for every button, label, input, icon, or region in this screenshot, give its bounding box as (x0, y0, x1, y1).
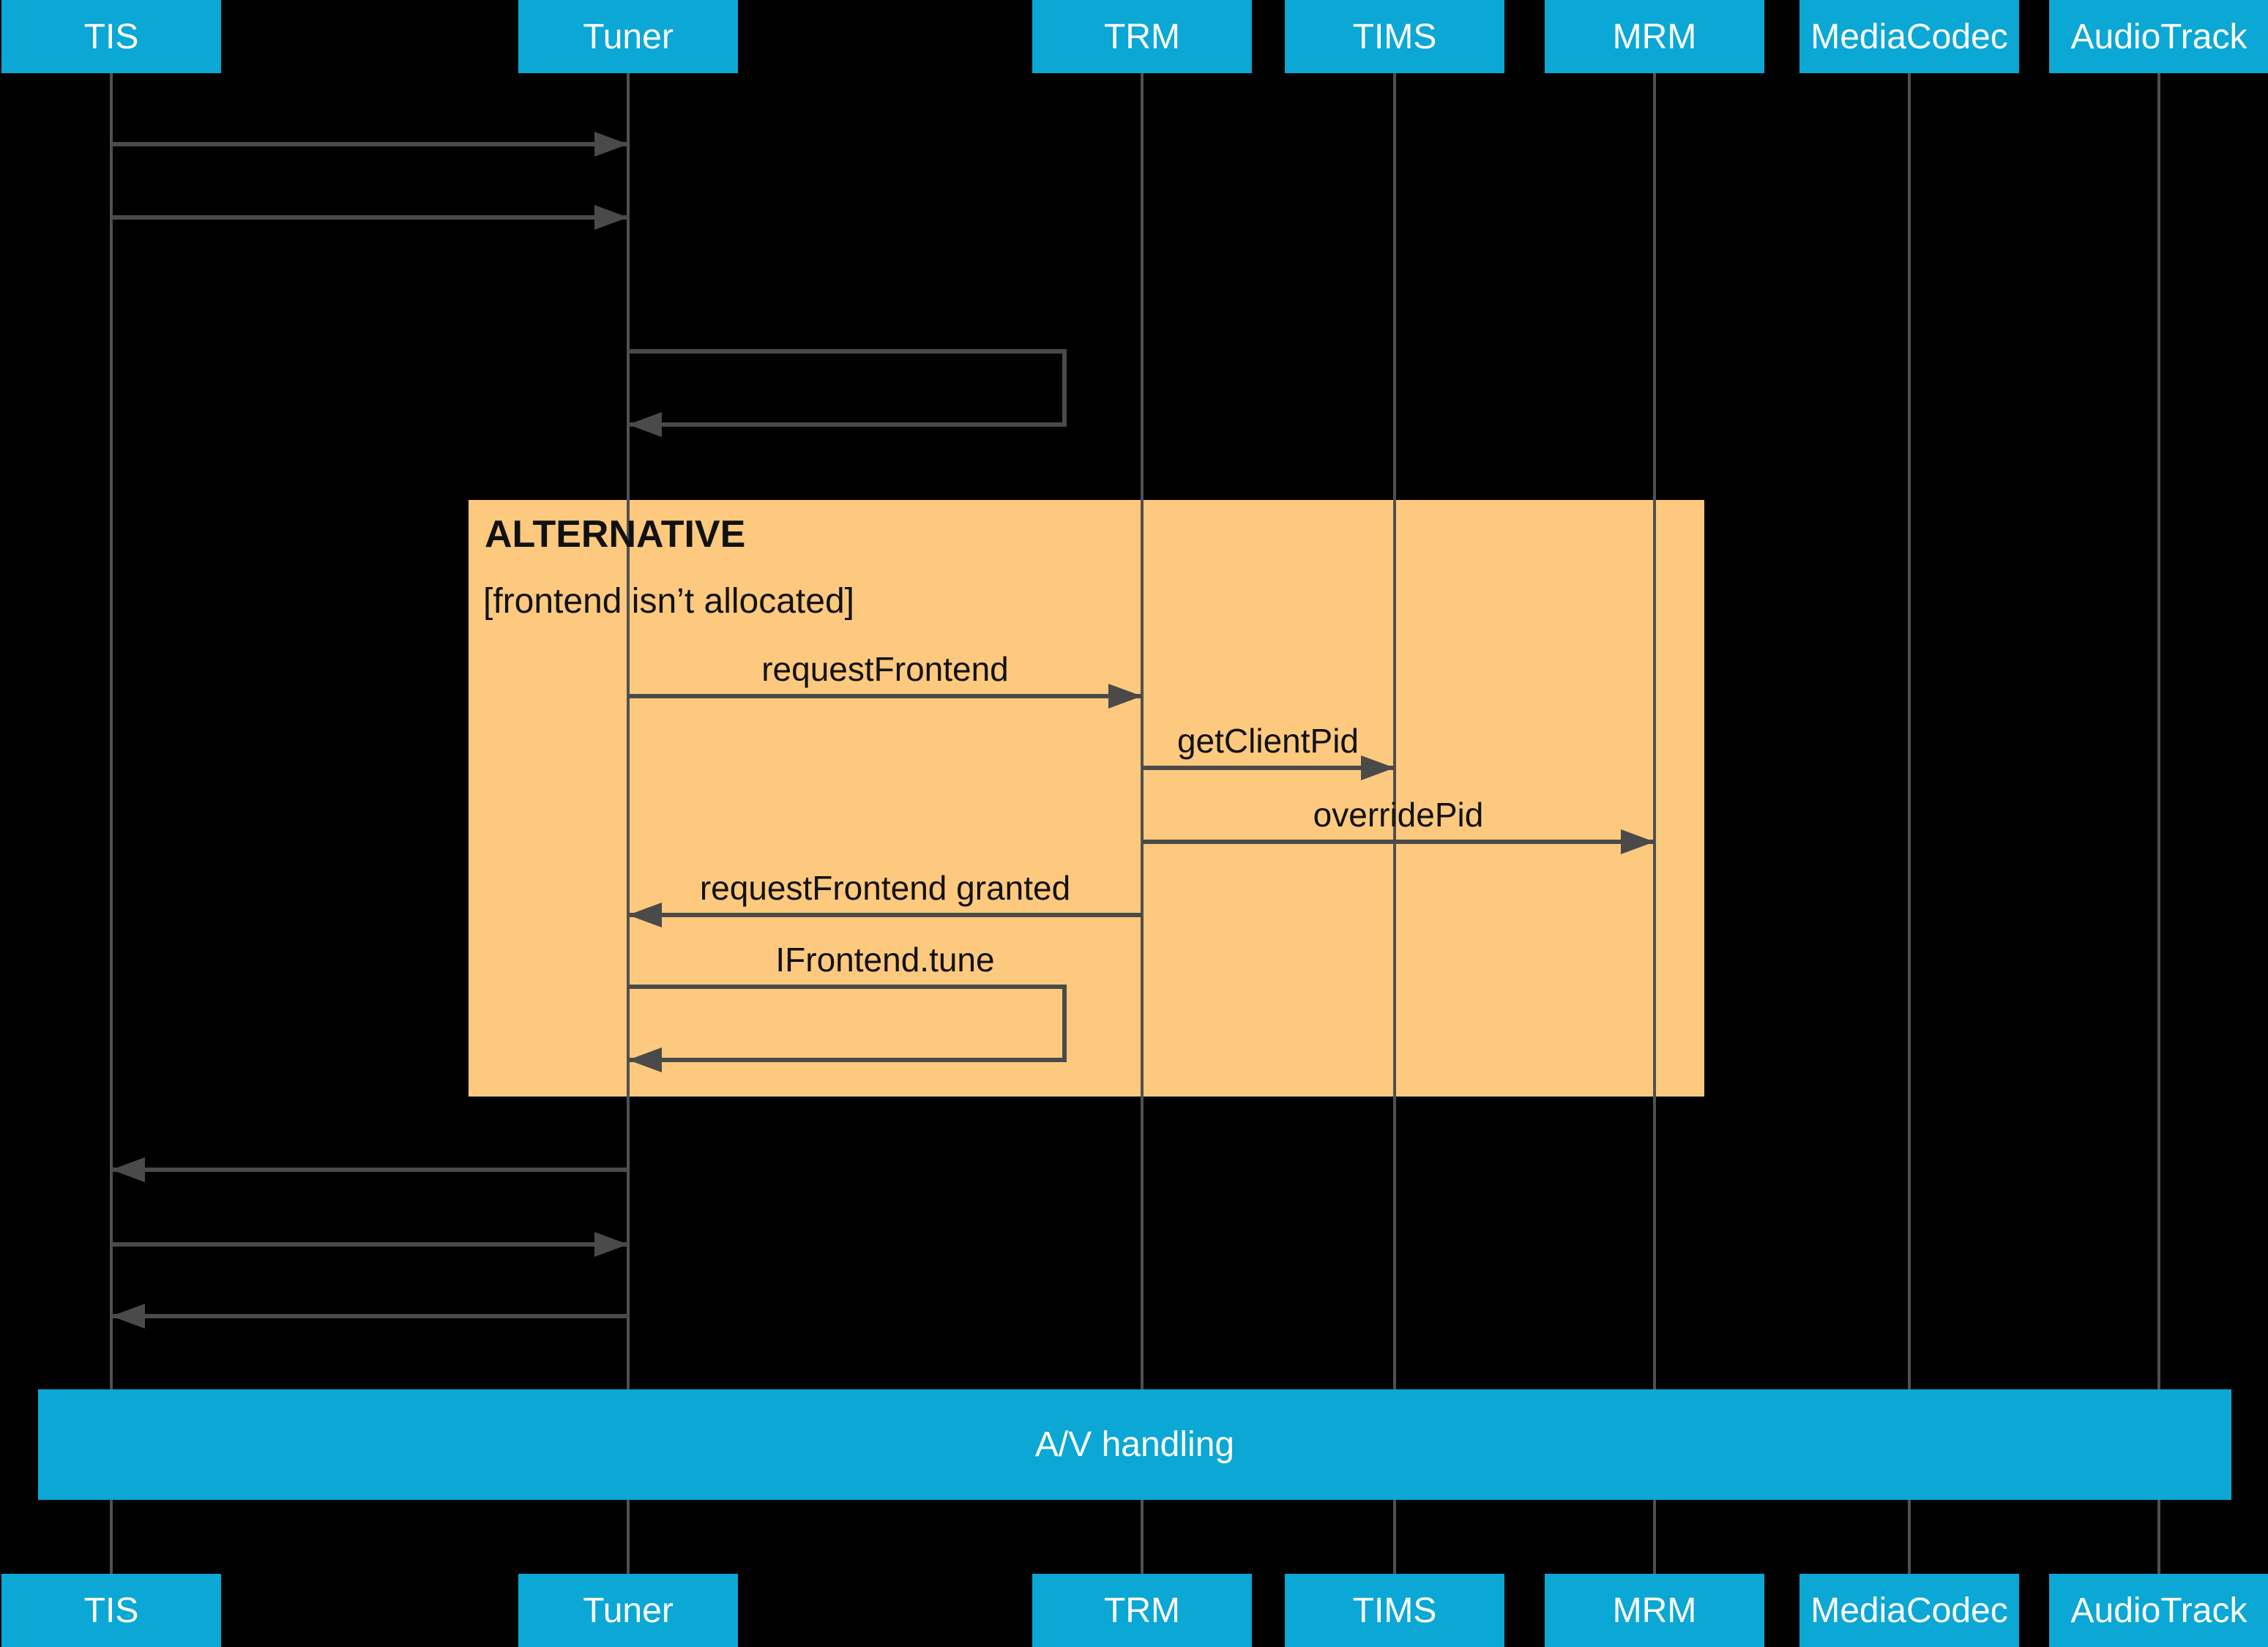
participant-mrm-top: MRM (1545, 0, 1764, 73)
self-message-1-top (628, 349, 1067, 354)
participant-label: TRM (1104, 1591, 1180, 1630)
participant-trm-bottom: TRM (1032, 1574, 1252, 1647)
arrowhead-right-icon (1108, 684, 1142, 709)
message-arrow-5-line (111, 1314, 628, 1318)
self-message-2-bottom (628, 1058, 1067, 1062)
arrowhead-left-icon (111, 1304, 145, 1329)
arrowhead-left-icon (111, 1157, 145, 1182)
participant-trm-top: TRM (1032, 0, 1252, 73)
participant-label: MRM (1612, 17, 1697, 56)
participant-mrm-bottom: MRM (1545, 1574, 1764, 1647)
arrowhead-left-icon (628, 412, 662, 437)
message-arrow-override-pid (1142, 840, 1655, 844)
arrowhead-right-icon (1361, 755, 1395, 780)
participant-audiotrack-bottom: AudioTrack (2049, 1574, 2268, 1647)
arrowhead-left-icon (628, 1047, 662, 1072)
participant-label: AudioTrack (2070, 1591, 2248, 1630)
participant-label: MediaCodec (1810, 17, 2008, 56)
participant-mediacodec-top: MediaCodec (1799, 0, 2019, 73)
arrowhead-right-icon (594, 132, 628, 157)
lifeline-tis (110, 73, 113, 1574)
av-handling-band: A/V handling (38, 1389, 2231, 1500)
alt-fragment-guard: [frontend isn’t allocated] (483, 582, 854, 621)
arrowhead-left-icon (628, 903, 662, 927)
message-arrow-2-line (111, 215, 628, 220)
participant-audiotrack-top: AudioTrack (2049, 0, 2268, 73)
participant-tis-bottom: TIS (1, 1574, 221, 1647)
participant-label: MediaCodec (1810, 1591, 2008, 1630)
alt-fragment-title: ALTERNATIVE (485, 513, 746, 556)
participant-label: TIMS (1352, 17, 1437, 56)
message-arrow-4-line (111, 1242, 628, 1247)
self-message-2-top (628, 985, 1067, 989)
message-label-override-pid: overridePid (1313, 796, 1484, 834)
self-message-1-side (1062, 349, 1067, 427)
message-arrow-request-frontend (628, 694, 1142, 698)
participant-tims-bottom: TIMS (1285, 1574, 1504, 1647)
lifeline-mediacodec (1908, 73, 1911, 1574)
alt-fragment (469, 500, 1704, 1097)
message-label-request-frontend-granted: requestFrontend granted (699, 869, 1071, 907)
participant-label: Tuner (583, 17, 674, 56)
lifeline-trm (1141, 73, 1144, 1574)
participant-label: TRM (1104, 17, 1180, 56)
message-arrow-3-line (111, 1168, 628, 1172)
lifeline-tuner (627, 73, 630, 1574)
participant-label: TIS (83, 17, 139, 56)
participant-mediacodec-bottom: MediaCodec (1799, 1574, 2019, 1647)
participant-label: Tuner (583, 1591, 674, 1630)
lifeline-audiotrack (2157, 73, 2160, 1574)
participant-label: TIMS (1352, 1591, 1437, 1630)
lifeline-tims (1393, 73, 1396, 1574)
message-arrow-request-frontend-granted (628, 913, 1142, 917)
arrowhead-right-icon (594, 1232, 628, 1257)
av-handling-label: A/V handling (1034, 1425, 1235, 1464)
participant-tuner-top: Tuner (518, 0, 738, 73)
self-message-2-side (1062, 985, 1067, 1062)
participant-label: TIS (83, 1591, 139, 1630)
message-label-get-client-pid: getClientPid (1176, 722, 1359, 760)
message-arrow-get-client-pid (1142, 766, 1395, 770)
message-label-request-frontend: requestFrontend (761, 650, 1009, 688)
participant-tuner-bottom: Tuner (518, 1574, 738, 1647)
participant-tis-top: TIS (1, 0, 221, 73)
participant-tims-top: TIMS (1285, 0, 1504, 73)
lifeline-mrm (1653, 73, 1656, 1574)
participant-label: AudioTrack (2070, 17, 2248, 56)
arrowhead-right-icon (1621, 829, 1655, 854)
arrowhead-right-icon (594, 205, 628, 230)
message-label-ifrontend-tune: IFrontend.tune (775, 941, 995, 979)
self-message-1-bottom (628, 422, 1067, 427)
message-arrow-1-line (111, 142, 628, 146)
participant-label: MRM (1612, 1591, 1697, 1630)
